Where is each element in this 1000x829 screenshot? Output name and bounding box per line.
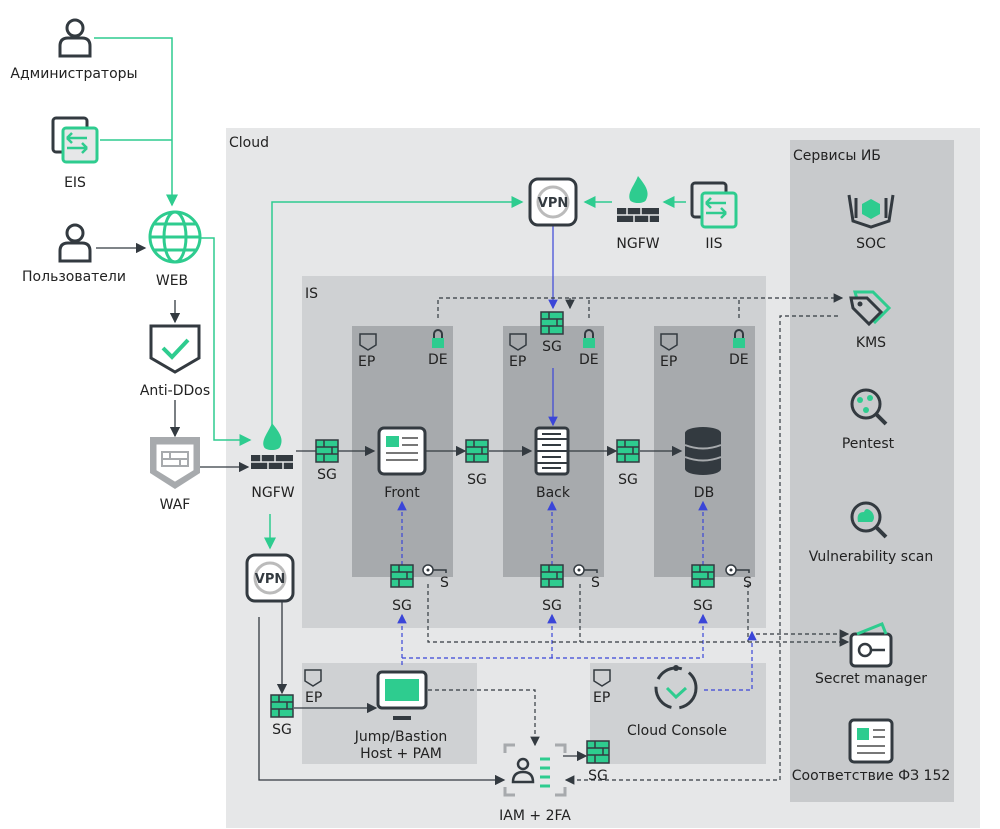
jump-sg-label: SG — [272, 722, 292, 738]
service-soc: SOC — [856, 236, 886, 252]
jump-line1: Jump/Bastion — [354, 729, 448, 745]
pentest-icon — [850, 388, 888, 426]
s-back-key-icon — [573, 564, 598, 576]
back-sg-top-label: SG — [542, 339, 562, 355]
db-s-label: S — [743, 575, 752, 591]
front-ep-label: EP — [358, 354, 376, 370]
de-db-lock-icon — [732, 329, 746, 349]
antiddos-shield-icon — [149, 324, 201, 374]
db-icon — [684, 427, 722, 475]
admins-label: Администраторы — [10, 66, 138, 82]
ep-back-icon — [509, 333, 527, 351]
services-title: Сервисы ИБ — [793, 148, 881, 164]
de-back-lock-icon — [582, 329, 596, 349]
front-name: Front — [384, 485, 420, 501]
sg-ngfw-icon — [315, 439, 339, 463]
sg-jump-icon — [270, 694, 294, 718]
antiddos-label: Anti-DDos — [139, 383, 211, 399]
de-front-lock-icon — [431, 329, 445, 349]
cloud-title: Cloud — [229, 135, 269, 151]
console-zone — [590, 663, 766, 764]
back-name: Back — [536, 485, 570, 501]
service-kms: KMS — [855, 335, 887, 351]
back-de-label: DE — [579, 352, 599, 368]
db-sg-label: SG — [693, 598, 713, 614]
web-globe-icon — [148, 210, 202, 264]
sg-front-back-icon — [465, 439, 489, 463]
back-ep-label: EP — [509, 354, 527, 370]
db-ep-label: EP — [660, 354, 678, 370]
console-name: Cloud Console — [626, 723, 728, 739]
db-name: DB — [693, 485, 715, 501]
sg-back-top-icon — [540, 311, 564, 335]
services-panel — [790, 140, 954, 802]
jump-ep-label: EP — [305, 690, 323, 706]
sg-back-db-label: SG — [618, 472, 638, 488]
eis-icon — [51, 116, 99, 164]
jump-line2: Host + PAM — [360, 746, 442, 762]
users-label: Пользователи — [22, 269, 126, 285]
sg-ngfw-label: SG — [317, 467, 337, 483]
front-sg-label: SG — [392, 598, 412, 614]
ep-front-icon — [359, 333, 377, 351]
back-server-icon — [534, 426, 570, 476]
jump-monitor-icon — [376, 670, 428, 720]
db-de-label: DE — [729, 352, 749, 368]
front-server-icon — [377, 426, 427, 476]
sg-db-icon — [691, 564, 715, 588]
vpn-bottom-icon — [245, 553, 295, 603]
eis-label: EIS — [64, 175, 86, 191]
kms-icon — [849, 290, 892, 327]
iam-label: IAM + 2FA — [499, 808, 571, 824]
waf-label: WAF — [159, 497, 191, 513]
console-ep-label: EP — [593, 690, 611, 706]
front-s-label: S — [440, 575, 449, 591]
service-vuln-scan: Vulnerability scan — [808, 549, 934, 565]
service-secret-manager: Secret manager — [814, 671, 928, 687]
front-de-label: DE — [428, 352, 448, 368]
iam-icon — [503, 743, 567, 797]
vulnerability-scan-icon — [850, 501, 888, 539]
ep-jump-icon — [304, 669, 322, 687]
back-sg-label: SG — [542, 598, 562, 614]
sg-iam-icon — [586, 740, 610, 764]
ngfw-main-icon — [250, 422, 294, 470]
iis-label: IIS — [705, 236, 723, 252]
back-s-label: S — [591, 575, 600, 591]
iam-sg-label: SG — [588, 768, 608, 784]
web-label: WEB — [155, 273, 189, 289]
sg-back-icon — [540, 564, 564, 588]
service-pentest: Pentest — [841, 436, 895, 452]
ep-console-icon — [593, 669, 611, 687]
s-db-key-icon — [725, 564, 750, 576]
ngfw-top-icon — [616, 175, 660, 223]
users-icon — [58, 223, 92, 263]
admins-icon — [58, 18, 92, 58]
soc-icon — [847, 194, 895, 229]
ngfw-main-label: NGFW — [251, 485, 295, 501]
sg-back-db-icon — [616, 439, 640, 463]
waf-icon — [150, 437, 200, 489]
sg-front-icon — [390, 564, 414, 588]
is-title: IS — [305, 286, 319, 302]
secret-manager-icon — [849, 622, 893, 668]
iis-icon — [690, 181, 738, 229]
fz152-icon — [848, 718, 894, 764]
ep-db-icon — [660, 333, 678, 351]
ngfw-top-label: NGFW — [616, 236, 660, 252]
cloud-console-icon — [654, 665, 698, 710]
sg-front-back-label: SG — [467, 472, 487, 488]
vpn-top-icon — [528, 177, 578, 227]
service-fz152: Соответствие ФЗ 152 — [791, 768, 951, 784]
s-front-key-icon — [422, 564, 447, 576]
